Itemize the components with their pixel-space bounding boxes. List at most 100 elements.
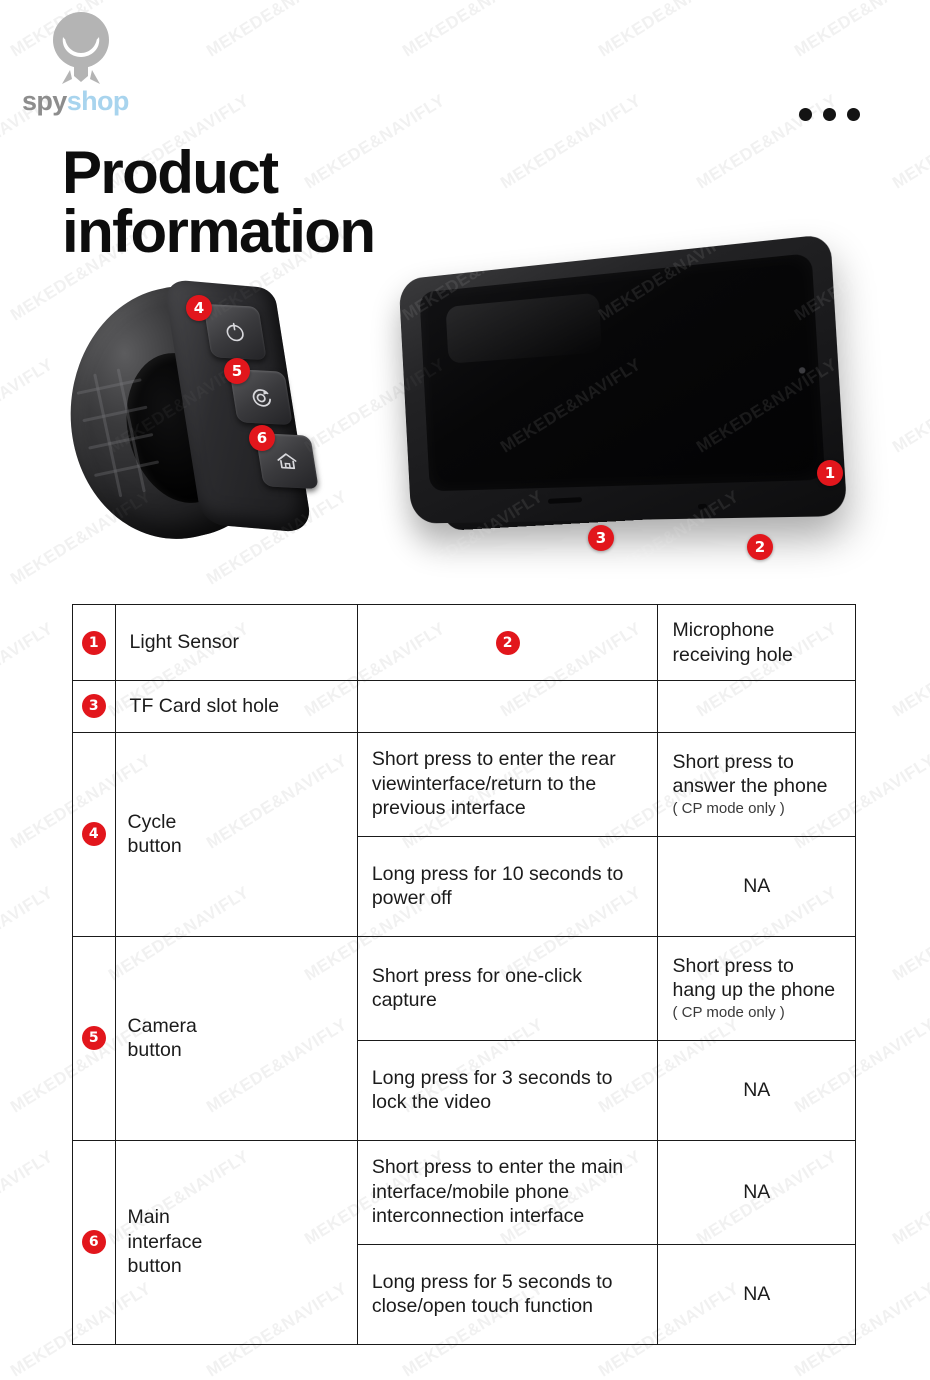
watermark-text: MEKEDE&NAVIFLY [0,1146,57,1249]
action-cell: Short press for one-click capture [356,935,659,1041]
action-text: Long press for 5 seconds to close/open t… [371,1270,613,1318]
row-badge-cell: 6 [72,1139,116,1345]
action-cell: Long press for 3 seconds to lock the vid… [356,1039,659,1141]
callout-badge-4: 4 [186,295,212,321]
cp-mode-text: NA [743,1078,771,1101]
watermark-text: MEKEDE&NAVIFLY [889,882,930,985]
handlebar-remote-figure [52,260,352,561]
microphone-hole [697,503,708,510]
callout-badge-5: 5 [224,358,250,384]
part-label: Light Sensor [129,631,240,654]
screen-glare [445,292,602,364]
status-badge: 3 [81,694,106,719]
kebab-menu-icon[interactable] [799,108,860,121]
cp-note: ( CP mode only ) [672,1003,785,1021]
remote-cycle-button[interactable] [203,303,267,361]
table-row: Long press for 10 seconds to power off N… [73,835,856,937]
watermark-text: MEKEDE&NAVIFLY [791,0,930,61]
table-row: 3 TF Card slot hole [72,680,856,733]
watermark-text: MEKEDE&NAVIFLY [595,0,743,61]
button-name-line-3: button [127,1255,182,1278]
table-row: 6 Main interface button Short press to e… [72,1139,856,1345]
status-badge: 2 [495,630,520,655]
home-interface-icon [277,453,297,470]
page-title-line-2: information [62,197,376,265]
part-label: Microphone receiving hole [672,619,793,666]
cp-action: Short press to hang up the phone [672,954,836,1002]
page-title-line-1: Product [62,139,279,207]
row-label-cell-b: Microphone receiving hole [657,603,856,682]
table-row: 1 Light Sensor 2 Microphone receiving ho… [72,603,856,682]
button-name: Cycle button [116,797,357,872]
part-label-empty [658,693,855,719]
product-figures [0,233,930,570]
row-badge-cell: 4 [72,731,116,937]
cp-mode-cell: Short press to hang up the phone ( CP mo… [657,935,856,1041]
action-cell: Short press to enter the main interface/… [356,1139,659,1245]
callout-badge-3: 3 [588,525,614,551]
row-badge-cell-b: 2 [356,603,659,682]
remote-main-interface-button[interactable] [255,432,319,490]
callout-badge-2: 2 [747,534,773,560]
status-badge: 1 [81,630,106,655]
action-text: Long press for 10 seconds to power off [371,862,624,910]
cp-mode-cell: NA [657,1039,856,1141]
action-text: Short press to enter the rear viewinterf… [371,748,616,820]
table-row: 4 Cycle button Short press to enter the … [72,731,856,937]
dashcam-body [398,233,848,524]
callout-badge-1: 1 [817,460,843,486]
cp-note: ( CP mode only ) [672,799,785,817]
row-badge-cell-b-empty [356,680,659,733]
part-label: TF Card slot hole [129,695,280,718]
cp-action: Short press to answer the phone [672,750,828,798]
status-badge: 6 [81,1230,106,1255]
status-badge: 5 [81,1026,106,1051]
brand-word-spy: spy [22,86,67,116]
row-label-cell: Light Sensor [114,603,358,682]
camera-capture-icon [252,389,271,407]
power-cycle-icon [226,322,244,342]
brand-logo[interactable]: spyshop [22,8,152,116]
cp-mode-text: NA [743,874,771,897]
action-cell: Short press to enter the rear viewinterf… [356,731,659,837]
watermark-text: MEKEDE&NAVIFLY [399,0,547,61]
button-name: Main interface button [116,1192,357,1292]
button-name-line-1: Main [127,1206,170,1229]
action-cell: Long press for 10 seconds to power off [356,835,659,937]
row-badge-cell: 1 [72,603,116,682]
kebab-dot-3 [847,108,860,121]
action-text: Short press to enter the main interface/… [371,1156,624,1228]
action-text: Long press for 3 seconds to lock the vid… [371,1066,613,1114]
kebab-dot-1 [799,108,812,121]
row-badge-cell: 5 [72,935,116,1141]
cp-mode-text: NA [743,1282,771,1305]
button-name-line-1: Cycle [127,810,177,833]
status-badge: 4 [81,822,106,847]
cp-mode-text: Short press to hang up the phone ( CP mo… [658,941,855,1036]
button-name-cell: Camera button [114,935,358,1141]
button-name-line-2: button [127,835,182,858]
action-text: Short press for one-click capture [371,964,583,1012]
kebab-dot-2 [823,108,836,121]
button-name: Camera button [116,1001,357,1076]
remote-camera-button[interactable] [229,368,293,426]
button-name-cell: Cycle button [114,731,358,937]
watermark-text: MEKEDE&NAVIFLY [0,882,57,985]
row-label-cell: TF Card slot hole [114,680,358,733]
table-row: Long press for 5 seconds to close/open t… [73,1243,856,1345]
brand-word-shop: shop [66,86,130,116]
callout-badge-6: 6 [249,425,275,451]
button-name-line-2: button [127,1039,182,1062]
row-label-cell-b-empty [657,680,856,733]
action-cell: Long press for 5 seconds to close/open t… [356,1243,659,1345]
dashcam-screen [419,252,826,492]
cp-mode-text: NA [743,1180,771,1203]
page-title: Product information [62,139,762,265]
cp-mode-cell: NA [657,1139,856,1245]
cp-mode-cell: NA [657,835,856,937]
watermark-text: MEKEDE&NAVIFLY [889,618,930,721]
dashcam-figure [380,233,850,558]
table-row: Long press for 3 seconds to lock the vid… [73,1039,856,1141]
button-name-line-2: interface [127,1230,203,1253]
brand-wordmark: spyshop [22,88,129,115]
